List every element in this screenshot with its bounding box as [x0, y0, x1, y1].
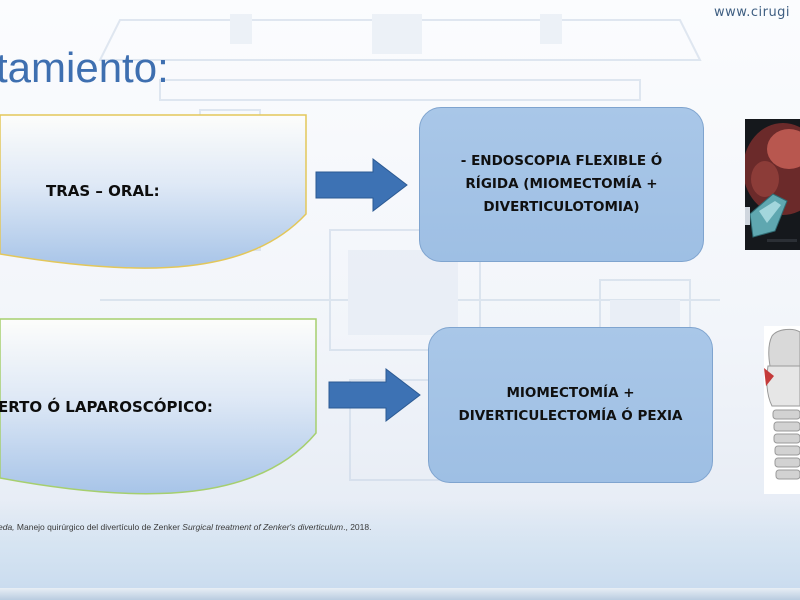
arrow-right-icon: [328, 368, 422, 422]
citation: eda, Manejo quirúrgico del divertículo d…: [0, 522, 371, 532]
slide-title: tamiento:: [0, 44, 169, 91]
procedure-text-endoscopy: - ENDOSCOPIA FLEXIBLE Ó RÍGIDA (MIOMECTO…: [460, 153, 663, 215]
larynx-anatomy-icon: [764, 326, 800, 494]
approach-shape-open-laparoscopic: [0, 318, 322, 498]
procedure-box-myomectomy: MIOMECTOMÍA + DIVERTICULECTOMÍA Ó PEXIA: [428, 327, 713, 483]
endoscopic-image-icon: [745, 119, 800, 250]
approach-shape-transoral: [0, 114, 312, 270]
procedure-box-endoscopy: - ENDOSCOPIA FLEXIBLE Ó RÍGIDA (MIOMECTO…: [419, 107, 704, 262]
bottom-gradient-band: [0, 500, 800, 600]
citation-year: ., 2018.: [343, 522, 372, 532]
site-url: www.cirugi: [714, 5, 791, 20]
approach-label-transoral: TRAS – ORAL:: [46, 182, 160, 200]
citation-text: Manejo quirúrgico del divertículo de Zen…: [14, 522, 183, 532]
arrow-right-icon: [315, 158, 409, 212]
bottom-border-line: [0, 588, 800, 600]
citation-author: eda,: [0, 522, 15, 532]
approach-label-open-laparoscopic: ERTO Ó LAPAROSCÓPICO:: [0, 398, 213, 416]
citation-english-title: Surgical treatment of Zenker's diverticu…: [182, 522, 344, 532]
procedure-text-myomectomy: MIOMECTOMÍA + DIVERTICULECTOMÍA Ó PEXIA: [458, 385, 683, 424]
